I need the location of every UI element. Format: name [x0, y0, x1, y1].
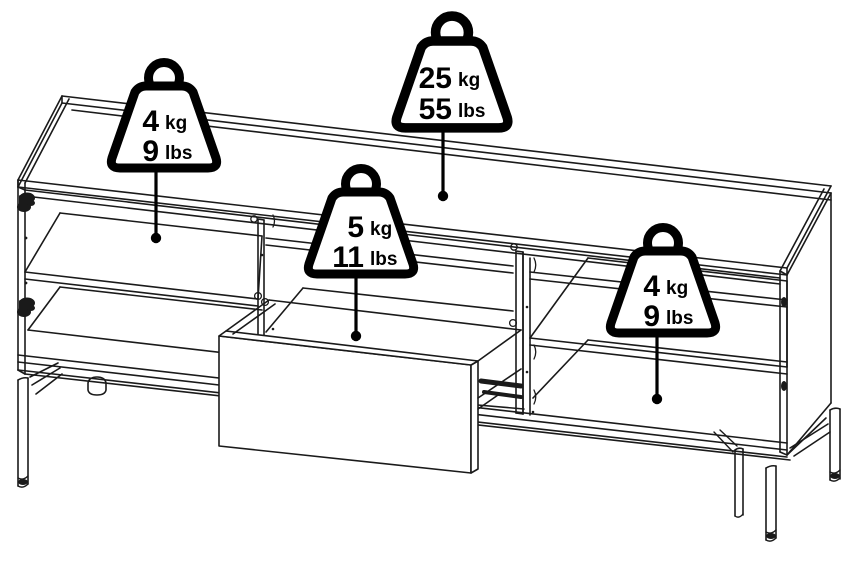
leader-dot-drawer [350, 330, 362, 342]
weight-lbs-unit: lbs [370, 249, 397, 270]
door-hinge-upper-left [17, 192, 35, 212]
leg-front-left [17, 376, 29, 488]
left-compartment-shelf [24, 212, 263, 307]
right-compartment-lower [532, 339, 788, 399]
weight-kg-value: 5 [347, 211, 364, 244]
weight-kg-unit: kg [458, 70, 480, 91]
door-hinge-right [781, 297, 787, 391]
leg-center-right [713, 429, 744, 518]
callout-drawer: 5 kg 11 lbs [303, 164, 419, 342]
foot-glide [87, 376, 107, 396]
weight-kg-value: 4 [142, 105, 159, 138]
weight-lbs-value: 55 [419, 93, 452, 126]
weight-kg-unit: kg [370, 219, 392, 240]
callout-top-surface: 25 kg 55 lbs [391, 11, 513, 202]
weight-lbs-value: 9 [142, 135, 159, 168]
weight-icon [106, 58, 222, 173]
weight-lbs-value: 11 [332, 241, 364, 274]
weight-lbs-unit: lbs [165, 143, 192, 164]
leader-dot-left-shelf [150, 232, 162, 244]
callout-left-shelf: 4 kg 9 lbs [106, 58, 222, 244]
leader-dot-top-surface [437, 190, 449, 202]
weight-icon [605, 223, 721, 338]
weight-kg-unit: kg [666, 278, 688, 299]
weight-kg-value: 25 [419, 62, 452, 95]
weight-lbs-unit: lbs [458, 101, 485, 122]
weight-lbs-value: 9 [643, 300, 660, 333]
leader-dot-right-shelf [651, 393, 663, 405]
leg-front-right [765, 464, 777, 542]
leg-rear-left [29, 362, 63, 395]
leg-rear-right [786, 407, 841, 482]
weight-lbs-unit: lbs [666, 308, 693, 329]
door-hinge-lower-left [17, 297, 35, 317]
weight-kg-value: 4 [643, 270, 660, 303]
center-drawer [218, 299, 522, 474]
weight-kg-unit: kg [165, 113, 187, 134]
callout-right-shelf: 4 kg 9 lbs [605, 223, 721, 405]
weight-icon [303, 164, 419, 279]
weight-icon [391, 11, 513, 133]
